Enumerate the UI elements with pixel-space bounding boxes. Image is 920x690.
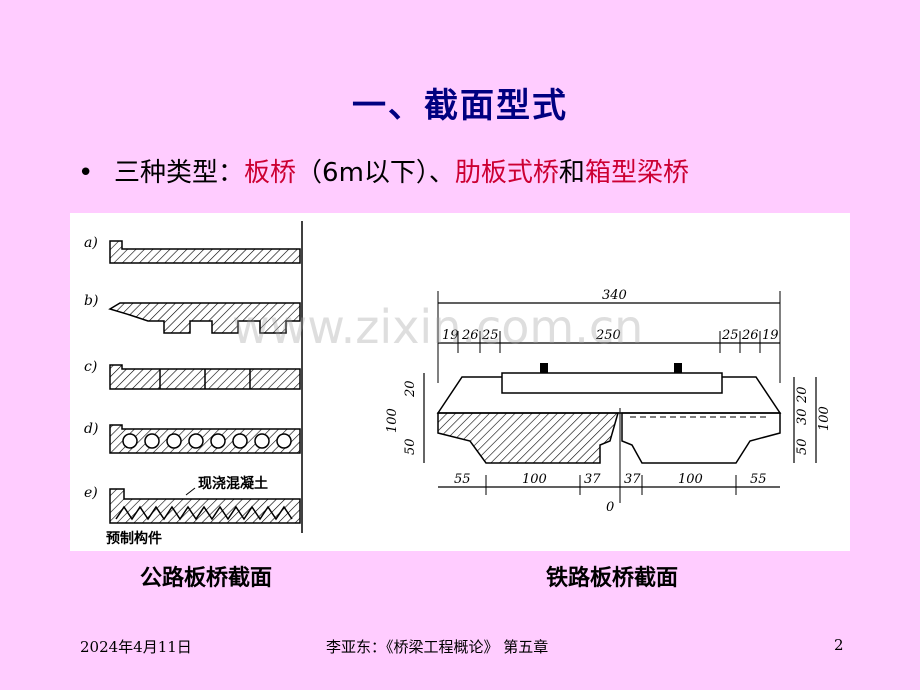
dim-250: 250 [595,328,621,343]
footer-date: 2024年4月11日 [80,638,192,656]
label-d: d) [84,421,98,437]
dim-b100a: 100 [522,472,547,487]
dim-zero: 0 [606,500,614,515]
dim-h20: 20 [403,380,418,398]
dim-total: 340 [602,288,627,303]
dim-b55a: 55 [454,472,471,487]
dim-19a: 19 [442,328,459,343]
label-b: b) [84,293,98,309]
label-e: e) [84,485,98,501]
dim-26a: 26 [461,328,479,343]
dim-26b: 26 [741,328,759,343]
dim-h20b: 20 [795,386,810,404]
dim-25a: 25 [481,328,499,343]
label-c: c) [84,359,97,375]
section-b [108,302,301,334]
precast-label: 预制构件 [106,530,162,547]
dim-h100b: 100 [817,406,832,431]
caption-highway: 公路板桥截面 [140,566,273,591]
dim-b55b: 55 [750,472,767,487]
cross-section-figure: a) b) c) d) e) 现浇混凝土 预制构件 [70,213,850,551]
dim-25b: 25 [721,328,739,343]
bullet-dot: • [78,158,94,188]
section-a [109,240,301,264]
dim-h30: 30 [795,408,810,425]
section-e [109,488,301,524]
dim-19b: 19 [762,328,779,343]
caption-railway: 铁路板桥截面 [546,566,679,591]
highway-sections: a) b) c) d) e) 现浇混凝土 预制构件 [84,221,303,547]
page-number: 2 [834,636,844,654]
footer-course: 李亚东：《桥梁工程概论》 第五章 [326,638,549,656]
dim-b100b: 100 [678,472,703,487]
dim-b37b: 37 [624,472,641,487]
railway-section: 340 19 26 25 250 25 26 19 [385,288,832,515]
bullet-line: • 三种类型：板桥（6m以下）、肋板式桥和箱型梁桥 [78,152,689,189]
slide-title: 一、截面型式 [352,86,568,126]
section-d [109,424,301,454]
cast-in-place-label: 现浇混凝土 [198,475,268,492]
dim-h100a: 100 [385,408,400,433]
bullet-type1-note: （6m以下）、 [296,158,455,188]
bullet-type1: 板桥 [244,158,297,188]
dim-h50b: 50 [795,438,810,455]
watermark: www.zixin.com.cn [232,300,644,354]
bullet-type3: 箱型梁桥 [584,158,689,188]
dim-h50a: 50 [403,438,418,455]
cross-section-drawing: a) b) c) d) e) 现浇混凝土 预制构件 [84,221,832,547]
bullet-type2: 肋板式桥 [454,158,559,188]
label-a: a) [84,235,98,251]
bullet-joiner: 和 [558,158,585,188]
dim-b37a: 37 [584,472,601,487]
bullet-prefix: 三种类型： [114,158,245,188]
